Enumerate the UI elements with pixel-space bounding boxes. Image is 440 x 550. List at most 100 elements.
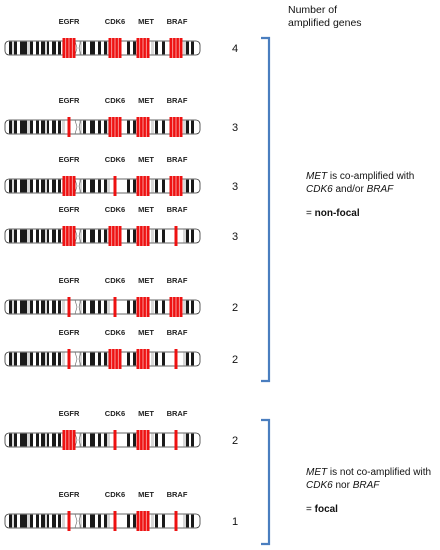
dark-band <box>104 514 107 528</box>
gene-label-met: MET <box>138 490 154 499</box>
dark-band <box>36 514 39 528</box>
gene-label-cdk6: CDK6 <box>105 155 125 164</box>
light-band <box>12 352 14 366</box>
dark-band <box>162 300 165 314</box>
dark-band <box>98 352 101 366</box>
dark-band <box>41 352 45 366</box>
dark-band <box>186 352 189 366</box>
gene-label-egfr: EGFR <box>59 276 80 285</box>
focal-bracket <box>261 418 271 546</box>
dark-band <box>191 300 194 314</box>
dark-band <box>186 120 189 134</box>
dark-band <box>191 41 194 55</box>
dark-band <box>133 41 136 55</box>
nonfocal-braf: BRAF <box>366 184 394 195</box>
dark-band <box>133 300 136 314</box>
dark-band <box>20 433 27 447</box>
gene-label-egfr: EGFR <box>59 205 80 214</box>
amplification-marker-egfr <box>67 117 71 137</box>
dark-band <box>186 41 189 55</box>
light-band <box>79 229 82 243</box>
dark-band <box>14 41 17 55</box>
centromere <box>74 513 82 529</box>
light-band <box>62 514 65 528</box>
dark-band <box>90 120 95 134</box>
dark-band <box>162 433 165 447</box>
dark-band <box>20 229 27 243</box>
dark-band <box>30 300 33 314</box>
light-band <box>45 433 47 447</box>
light-band <box>79 352 82 366</box>
dark-band <box>155 514 158 528</box>
gene-label-egfr: EGFR <box>59 155 80 164</box>
light-band <box>12 514 14 528</box>
gene-label-braf: BRAF <box>167 17 188 26</box>
dark-band <box>47 352 49 366</box>
dark-band <box>191 352 194 366</box>
dark-band <box>83 41 86 55</box>
dark-band <box>133 352 136 366</box>
dark-band <box>155 300 158 314</box>
gene-label-egfr: EGFR <box>59 328 80 337</box>
amplification-marker-cdk6 <box>113 511 117 531</box>
focal-line1: is not co-amplified with <box>327 467 432 478</box>
nonfocal-mid: and/or <box>332 184 367 195</box>
dark-band <box>162 120 165 134</box>
dark-band <box>58 179 61 193</box>
dark-band <box>14 300 17 314</box>
nonfocal-met: MET <box>306 171 328 182</box>
light-band <box>151 514 154 528</box>
dark-band <box>30 41 33 55</box>
light-band <box>79 179 82 193</box>
light-band <box>45 352 47 366</box>
centromere <box>74 40 82 56</box>
dark-band <box>127 229 130 243</box>
dark-band <box>9 179 12 193</box>
light-band <box>27 433 30 447</box>
dark-band <box>41 229 45 243</box>
dark-band <box>90 514 95 528</box>
gene-label-braf: BRAF <box>167 276 188 285</box>
light-band <box>183 352 186 366</box>
dark-band <box>36 433 39 447</box>
gene-label-cdk6: CDK6 <box>105 96 125 105</box>
amplified-count: 2 <box>232 354 238 366</box>
light-band <box>27 179 30 193</box>
light-band <box>62 352 65 366</box>
dark-band <box>36 120 39 134</box>
dark-band <box>127 120 130 134</box>
light-band <box>45 41 47 55</box>
gene-label-egfr: EGFR <box>59 490 80 499</box>
dark-band <box>58 229 61 243</box>
dark-band <box>98 300 101 314</box>
dark-band <box>104 120 107 134</box>
dark-band <box>83 433 86 447</box>
gene-label-braf: BRAF <box>167 96 188 105</box>
light-band <box>151 300 154 314</box>
amplification-marker-cdk6 <box>113 176 117 196</box>
dark-band <box>98 229 101 243</box>
dark-band <box>41 514 45 528</box>
dark-band <box>52 300 56 314</box>
dark-band <box>30 179 33 193</box>
dark-band <box>127 41 130 55</box>
gene-label-met: MET <box>138 96 154 105</box>
amplified-count: 3 <box>232 231 238 243</box>
dark-band <box>52 433 56 447</box>
focal-note: MET is not co-amplified with CDK6 nor BR… <box>306 466 431 516</box>
light-band <box>27 514 30 528</box>
dark-band <box>47 229 49 243</box>
dark-band <box>104 433 107 447</box>
dark-band <box>20 514 27 528</box>
amplification-marker-egfr <box>67 297 71 317</box>
nonfocal-result: non-focal <box>314 208 360 219</box>
dark-band <box>133 229 136 243</box>
dark-band <box>9 229 12 243</box>
light-band <box>27 352 30 366</box>
dark-band <box>41 179 45 193</box>
dark-band <box>20 179 27 193</box>
